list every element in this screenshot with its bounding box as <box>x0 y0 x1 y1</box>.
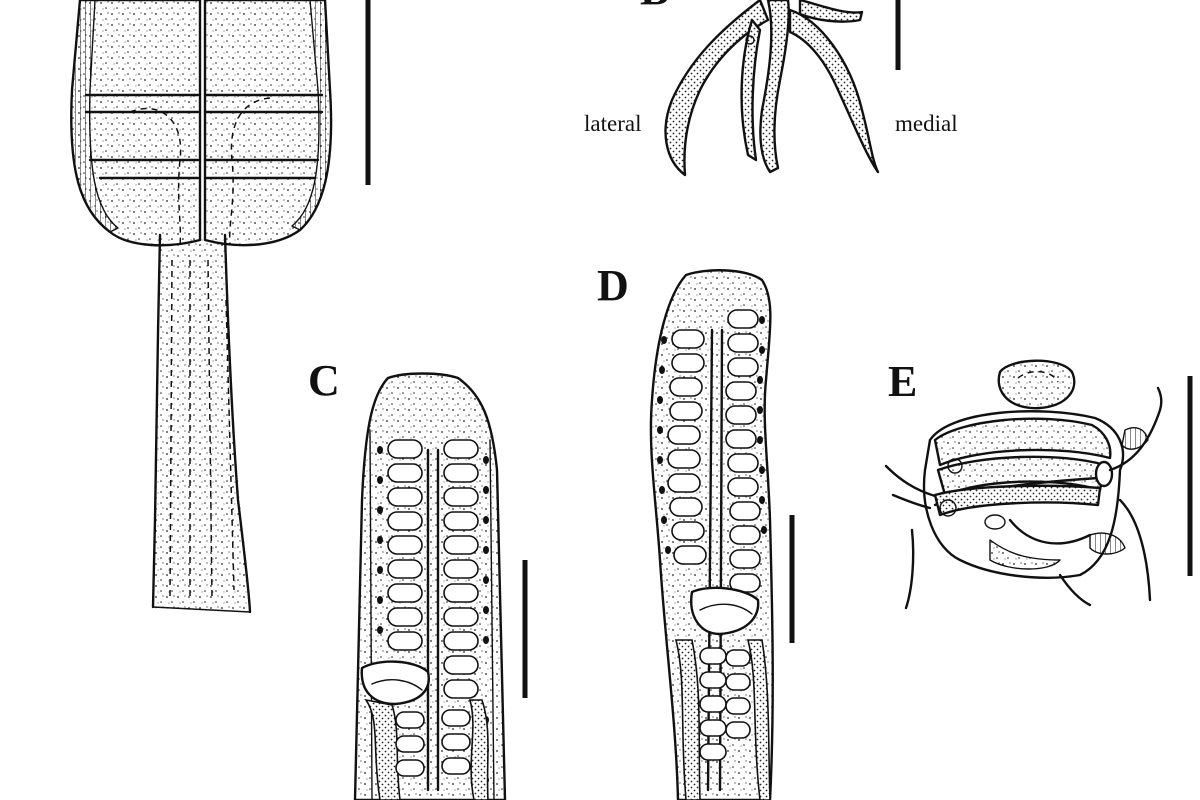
testes-c-left <box>387 439 423 651</box>
testes-d-left <box>667 329 707 565</box>
panel-d-proglottid: D <box>597 261 795 800</box>
panel-a-scolex <box>70 0 371 614</box>
caption-lateral: lateral <box>584 111 641 136</box>
testes-d-right <box>725 309 761 593</box>
detached-lobe <box>997 359 1076 410</box>
cirrus-sac-d <box>690 586 760 636</box>
testes-c-right <box>443 439 479 699</box>
panel-e-genital-detail: E <box>884 357 1193 610</box>
panel-letter-c: C <box>308 356 340 405</box>
bothridium-left <box>70 0 202 247</box>
panel-letter-b: B <box>640 0 669 14</box>
vitellaria-d <box>657 316 767 554</box>
cirrus-sac-c <box>360 660 430 706</box>
eggs-c-lower <box>395 709 471 777</box>
panel-c-proglottid: C <box>308 356 528 800</box>
panel-b-hooks: B lateral medial <box>584 0 958 177</box>
hook-drawing <box>664 0 880 177</box>
panel-letter-d: D <box>597 261 629 310</box>
neck-region <box>152 235 250 612</box>
panel-letter-e: E <box>888 357 917 406</box>
bothridium-right <box>203 0 333 247</box>
caption-medial: medial <box>895 111 958 136</box>
eggs-d-lower <box>699 647 751 761</box>
